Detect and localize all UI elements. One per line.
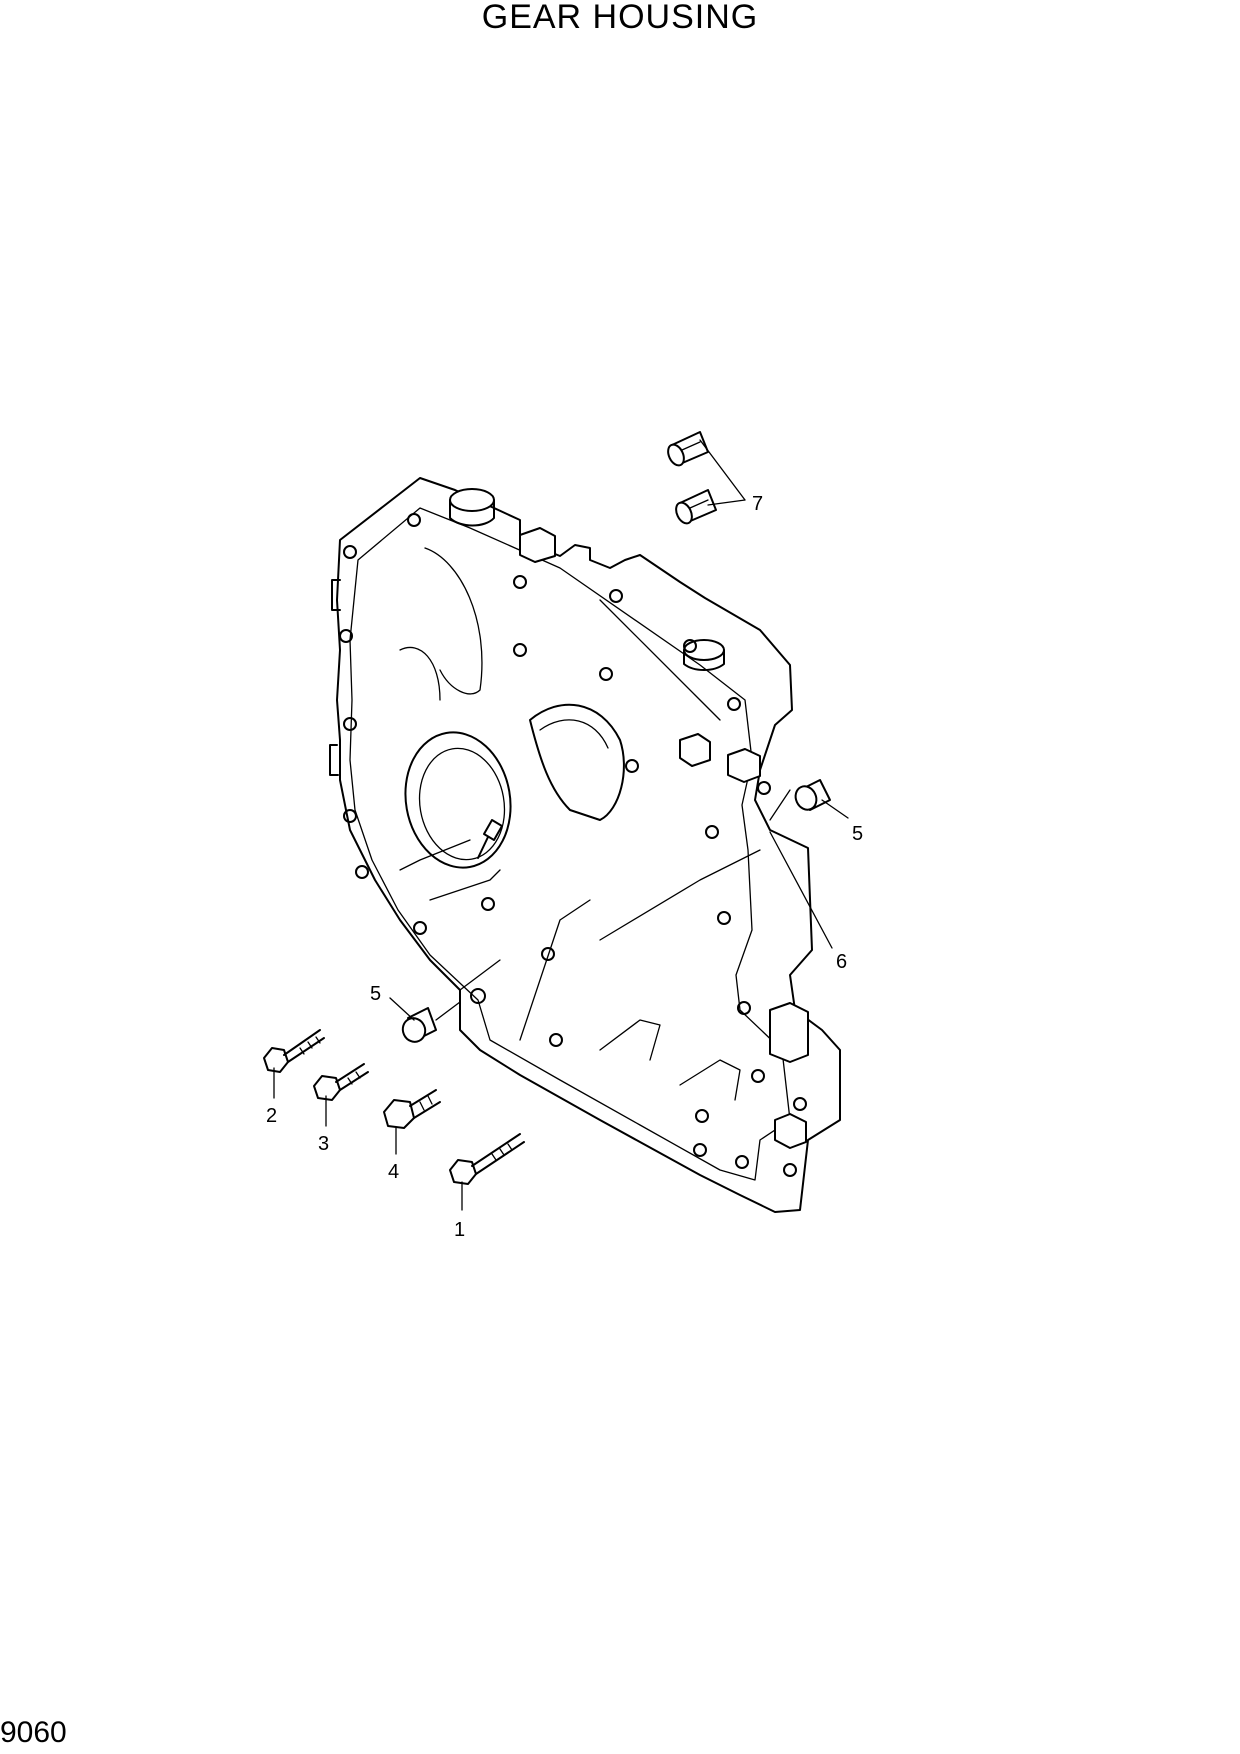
bolt-4 <box>383 1089 441 1129</box>
callout-5-left: 5 <box>370 983 381 1005</box>
leader-lines <box>273 439 849 1211</box>
bolt-holes <box>339 513 807 1177</box>
callout-7: 7 <box>752 493 763 515</box>
page-title: GEAR HOUSING <box>481 0 759 36</box>
bushing-right <box>794 779 831 811</box>
callout-3: 3 <box>318 1133 329 1155</box>
bushing-left <box>401 1007 437 1043</box>
dowel-sleeve-lower <box>675 489 717 525</box>
callout-6: 6 <box>836 951 847 973</box>
callout-2: 2 <box>266 1105 277 1127</box>
callout-1: 1 <box>454 1219 465 1241</box>
callout-5-right: 5 <box>852 823 863 845</box>
gear-housing-part <box>329 477 841 1213</box>
bolt-1 <box>449 1133 525 1185</box>
page-number: 9060 <box>0 1716 67 1749</box>
callout-4: 4 <box>388 1161 399 1183</box>
bolt-2 <box>263 1029 325 1073</box>
dowel-sleeve-upper <box>667 431 709 467</box>
bolt-3 <box>313 1063 369 1101</box>
